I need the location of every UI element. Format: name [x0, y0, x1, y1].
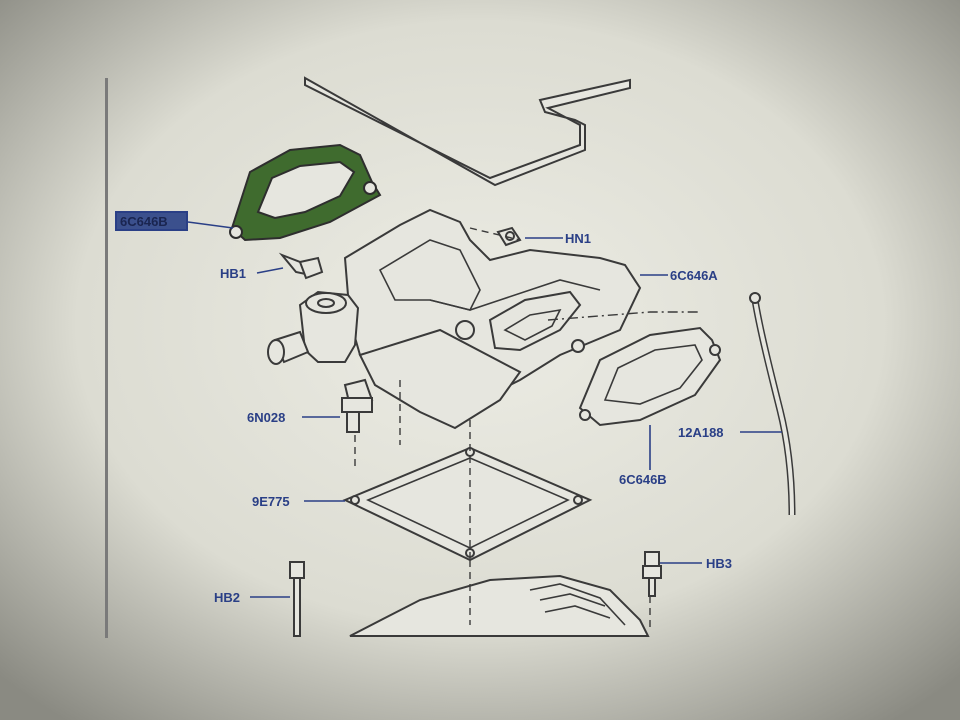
callout-c5[interactable]: 6N028 — [247, 410, 285, 425]
callout-c9[interactable]: HB3 — [706, 556, 732, 571]
leader-c1 — [187, 221, 234, 229]
sensor-6n028 — [341, 378, 374, 433]
stud-hn1 — [496, 226, 522, 247]
bolt-hb2 — [289, 561, 305, 637]
gasket-highlighted — [229, 143, 382, 242]
bolt-hb3 — [642, 551, 662, 597]
leader-lines — [187, 221, 782, 598]
top-cover-plate — [304, 76, 631, 187]
callout-highlight-box — [115, 211, 188, 231]
callout-c7[interactable]: 6C646B — [619, 472, 667, 487]
dipstick-tube — [749, 292, 796, 516]
leader-c3 — [256, 267, 284, 274]
large-gasket — [342, 446, 593, 562]
callout-c2[interactable]: HN1 — [565, 231, 591, 246]
callout-c4[interactable]: 6C646A — [670, 268, 718, 283]
assembly-guide-lines — [354, 227, 700, 632]
outlet-housing — [267, 290, 360, 365]
callout-c8[interactable]: 9E775 — [252, 494, 290, 509]
gasket-right — [578, 326, 722, 427]
lower-block — [349, 574, 650, 637]
base-flange — [358, 328, 522, 430]
callout-c1-highlighted[interactable]: 6C646B — [120, 214, 168, 229]
panel-divider — [105, 78, 108, 638]
callout-c3[interactable]: HB1 — [220, 266, 246, 281]
callout-highlight-inner — [117, 213, 186, 229]
bolt-hb1 — [278, 252, 324, 280]
callout-c10[interactable]: HB2 — [214, 590, 240, 605]
callout-c6[interactable]: 12A188 — [678, 425, 724, 440]
